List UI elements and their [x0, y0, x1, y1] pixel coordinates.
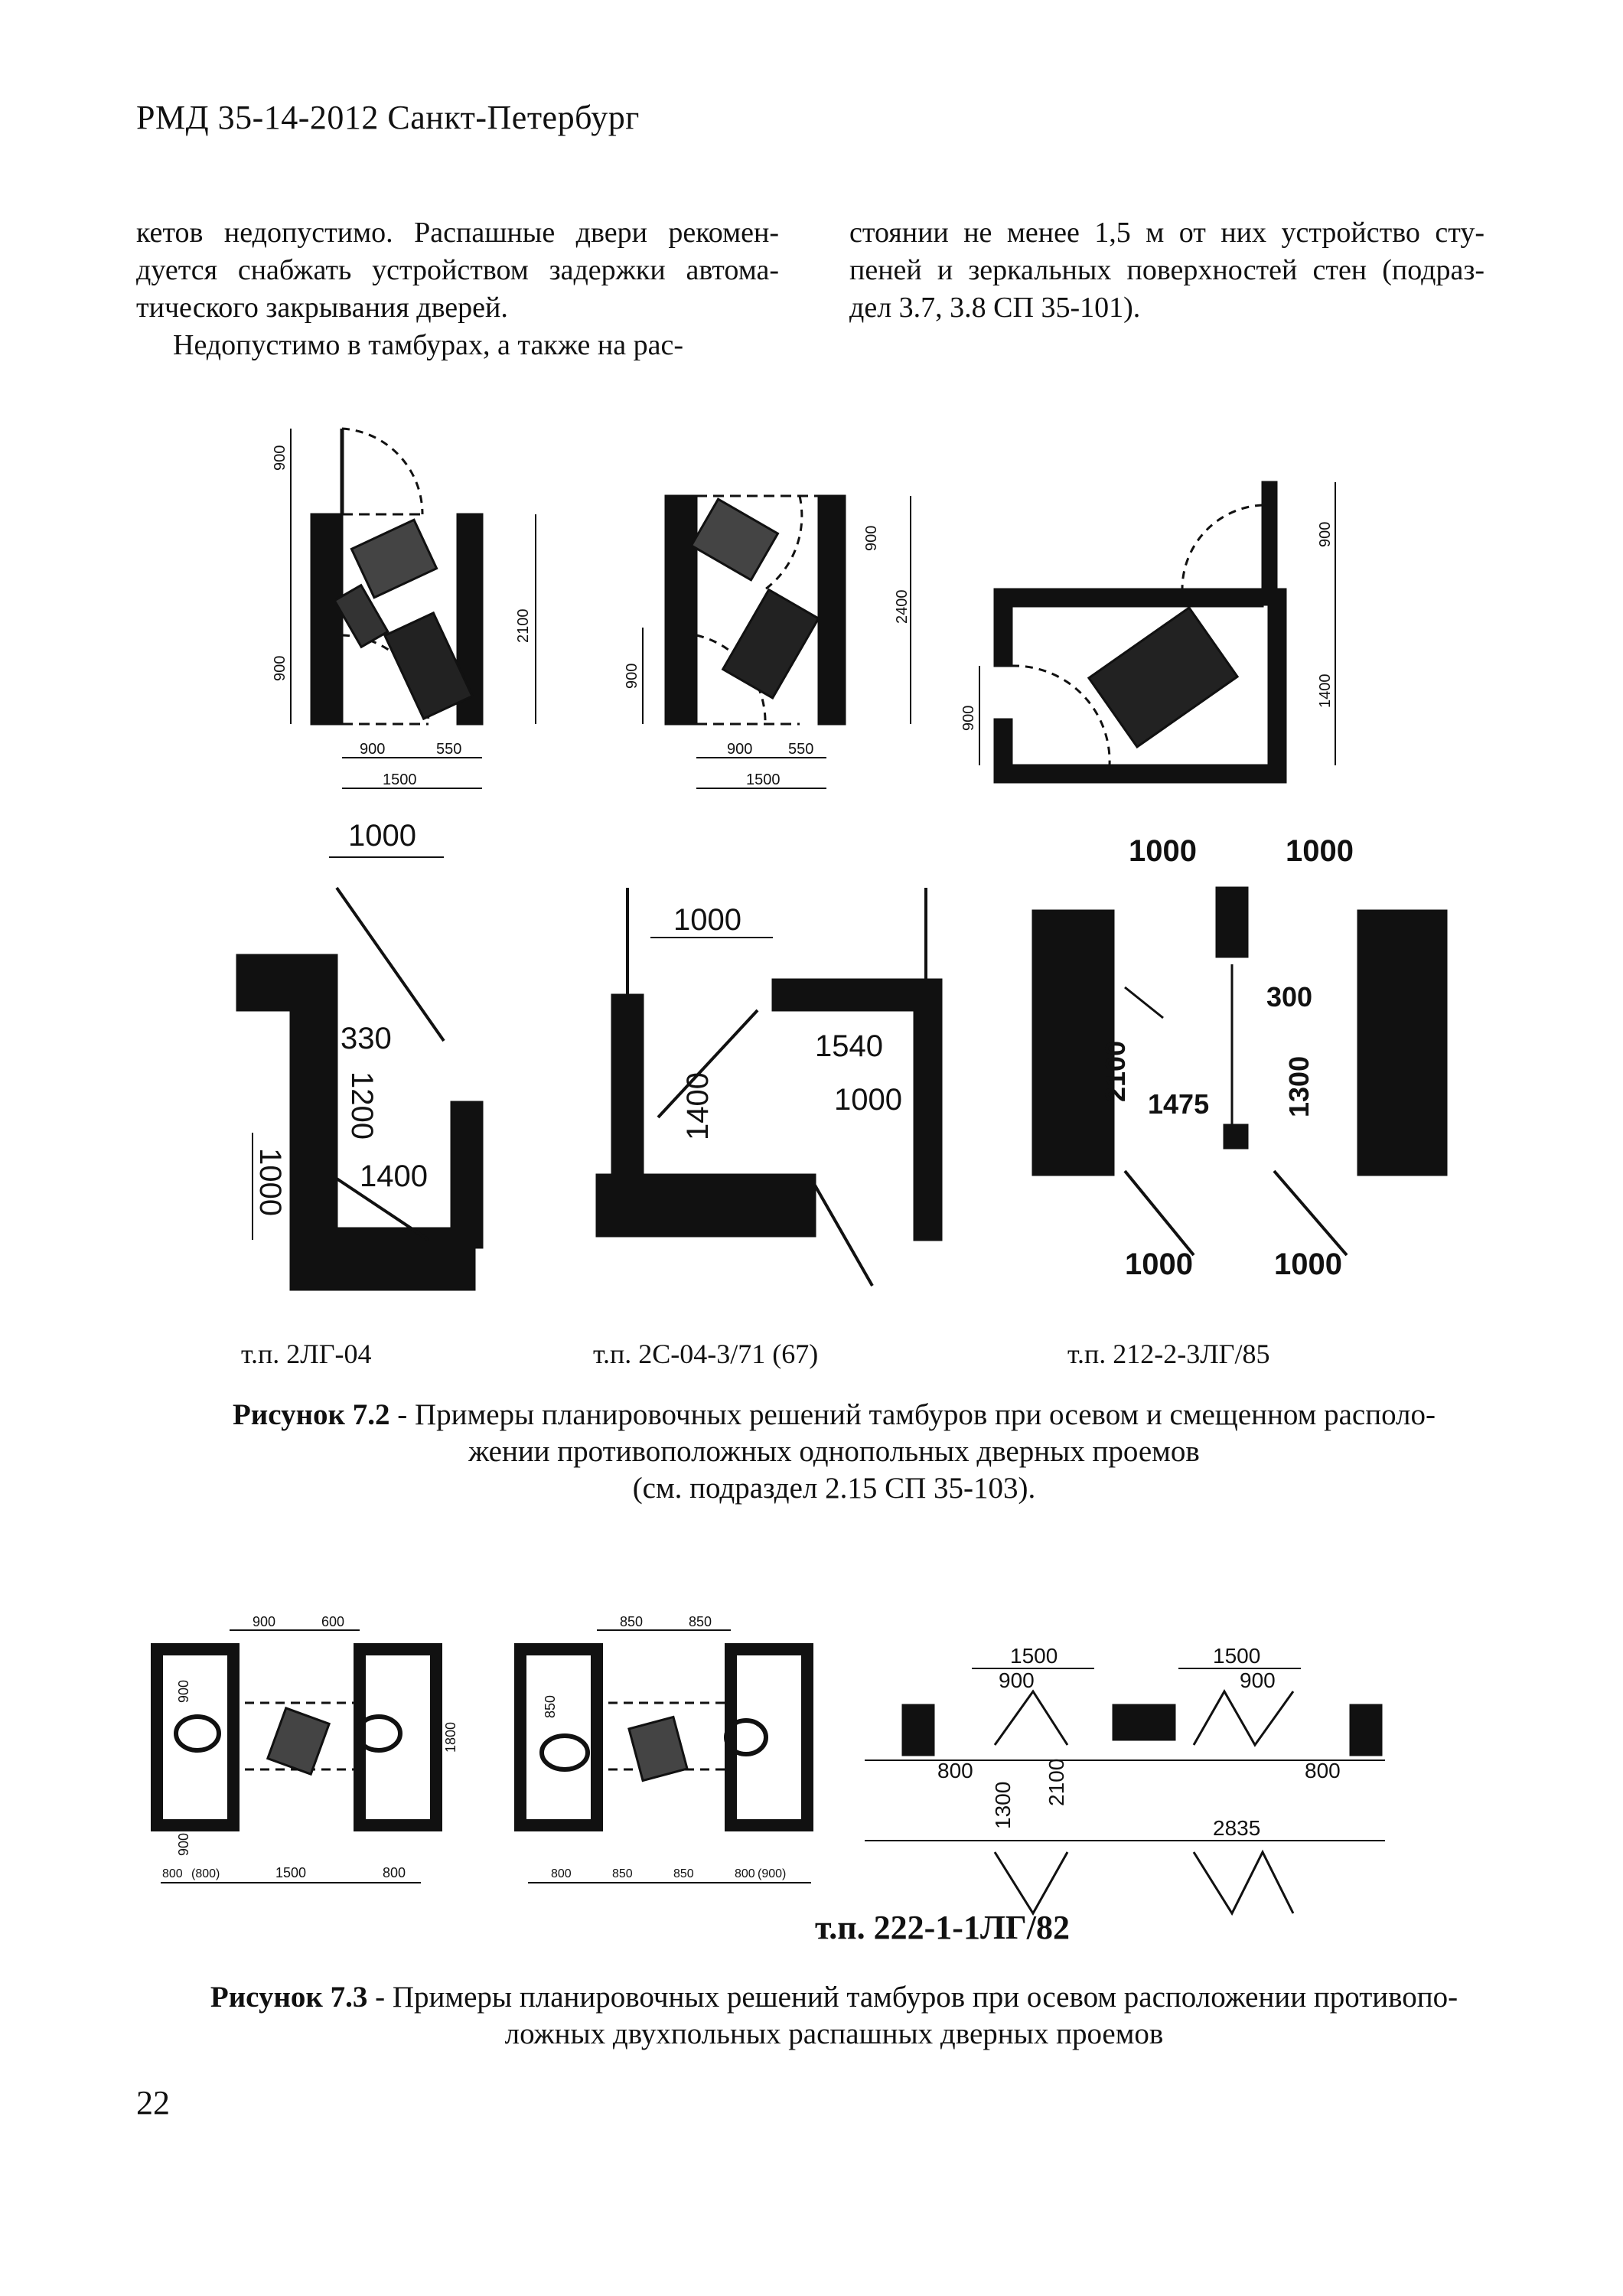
dim-1400: 1400: [360, 1159, 428, 1193]
tambour-plan-c: 900 1400 900: [960, 481, 1336, 784]
dim-900: 900: [624, 664, 640, 689]
dim-550: 550: [436, 741, 461, 758]
figure-7-3-caption: Рисунок 7.3 - Примеры планировочных реше…: [168, 1979, 1500, 2053]
dim-1000: 1000: [1125, 1247, 1193, 1281]
caption-text: жении противоположных однопольных дверны…: [468, 1435, 1200, 1468]
figure-7-2-caption: Рисунок 7.2 - Примеры планировочных реше…: [199, 1397, 1469, 1507]
dim-1000: 1000: [1274, 1247, 1342, 1281]
dim-1540: 1540: [815, 1029, 883, 1063]
body-text-left-column: кетов недопустимо. Распашные двери реком…: [136, 214, 779, 364]
paragraph: стоянии не менее 1,5 м от них устройство…: [849, 217, 1484, 324]
dim-1000: 1000: [834, 1083, 902, 1117]
dim-1400: 1400: [681, 1072, 715, 1140]
dim-300: 300: [1266, 981, 1312, 1013]
dim-550: 550: [788, 741, 813, 758]
dim-900: 900: [960, 706, 977, 731]
dim-2100: 2100: [515, 609, 532, 644]
figure-label: т.п. 2ЛГ-04: [241, 1339, 372, 1369]
dim-900: 900: [727, 741, 752, 758]
caption-text: - Примеры планировочных решений тамбуров…: [367, 1981, 1458, 2014]
dim-1500: 1500: [746, 771, 781, 788]
dim-1500: 1500: [383, 771, 417, 788]
dim-330: 330: [341, 1022, 392, 1055]
dim-1200: 1200: [345, 1071, 379, 1140]
caption-text: (см. подраздел 2.15 СП 35-103).: [632, 1472, 1036, 1505]
dim-1475: 1475: [1148, 1088, 1209, 1120]
paragraph: Недопустимо в тамбурах, а также на рас-: [173, 329, 683, 361]
tambour-plan-e: 1000 1400 1540 1000: [595, 888, 943, 1287]
tambour-plan-a: 900 900 2100 900 550 1500: [272, 427, 536, 789]
dim-1000: 1000: [1286, 834, 1354, 868]
dim-1000: 1000: [253, 1148, 287, 1216]
dim-1000: 1000: [348, 819, 416, 853]
dim-1400: 1400: [1317, 674, 1334, 709]
dim-1300: 1300: [1283, 1056, 1315, 1117]
figure-label: т.п. 212-2-3ЛГ/85: [1067, 1339, 1270, 1369]
dim-2400: 2400: [894, 590, 911, 625]
body-text-right-column: стоянии не менее 1,5 м от них устройство…: [849, 214, 1484, 327]
caption-text: - Примеры планировочных решений тамбуров…: [389, 1398, 1436, 1431]
dim-1000: 1000: [673, 903, 741, 937]
caption-text: ложных двухпольных распашных дверных про…: [504, 2017, 1164, 2050]
figure-label: т.п. 2С-04-3/71 (67): [593, 1339, 819, 1369]
dim-1000: 1000: [1129, 834, 1197, 868]
page-number: 22: [136, 2084, 170, 2122]
caption-bold: Рисунок 7.2: [232, 1398, 390, 1431]
dim-900: 900: [272, 445, 288, 471]
paragraph: кетов недопустимо. Распашные двери реком…: [136, 217, 779, 324]
caption-bold: Рисунок 7.3: [210, 1981, 368, 2014]
tambour-plan-d: 1000 330 1200 1400 1000: [236, 819, 484, 1291]
dim-900: 900: [1317, 522, 1334, 547]
running-header: РМД 35-14-2012 Санкт-Петербург: [136, 99, 640, 136]
dim-2100: 2100: [1100, 1041, 1131, 1102]
dim-900: 900: [863, 526, 880, 551]
dim-900: 900: [360, 741, 385, 758]
dim-900: 900: [272, 656, 288, 681]
figure-label: т.п. 222-1-1ЛГ/82: [815, 1909, 1070, 1946]
tambour-plan-b: 900 900 2400 900 550 1500: [624, 494, 911, 789]
tambour-plan-f: 1000 1000 300 2100 1475 1300 1000 1000: [1031, 834, 1448, 1281]
